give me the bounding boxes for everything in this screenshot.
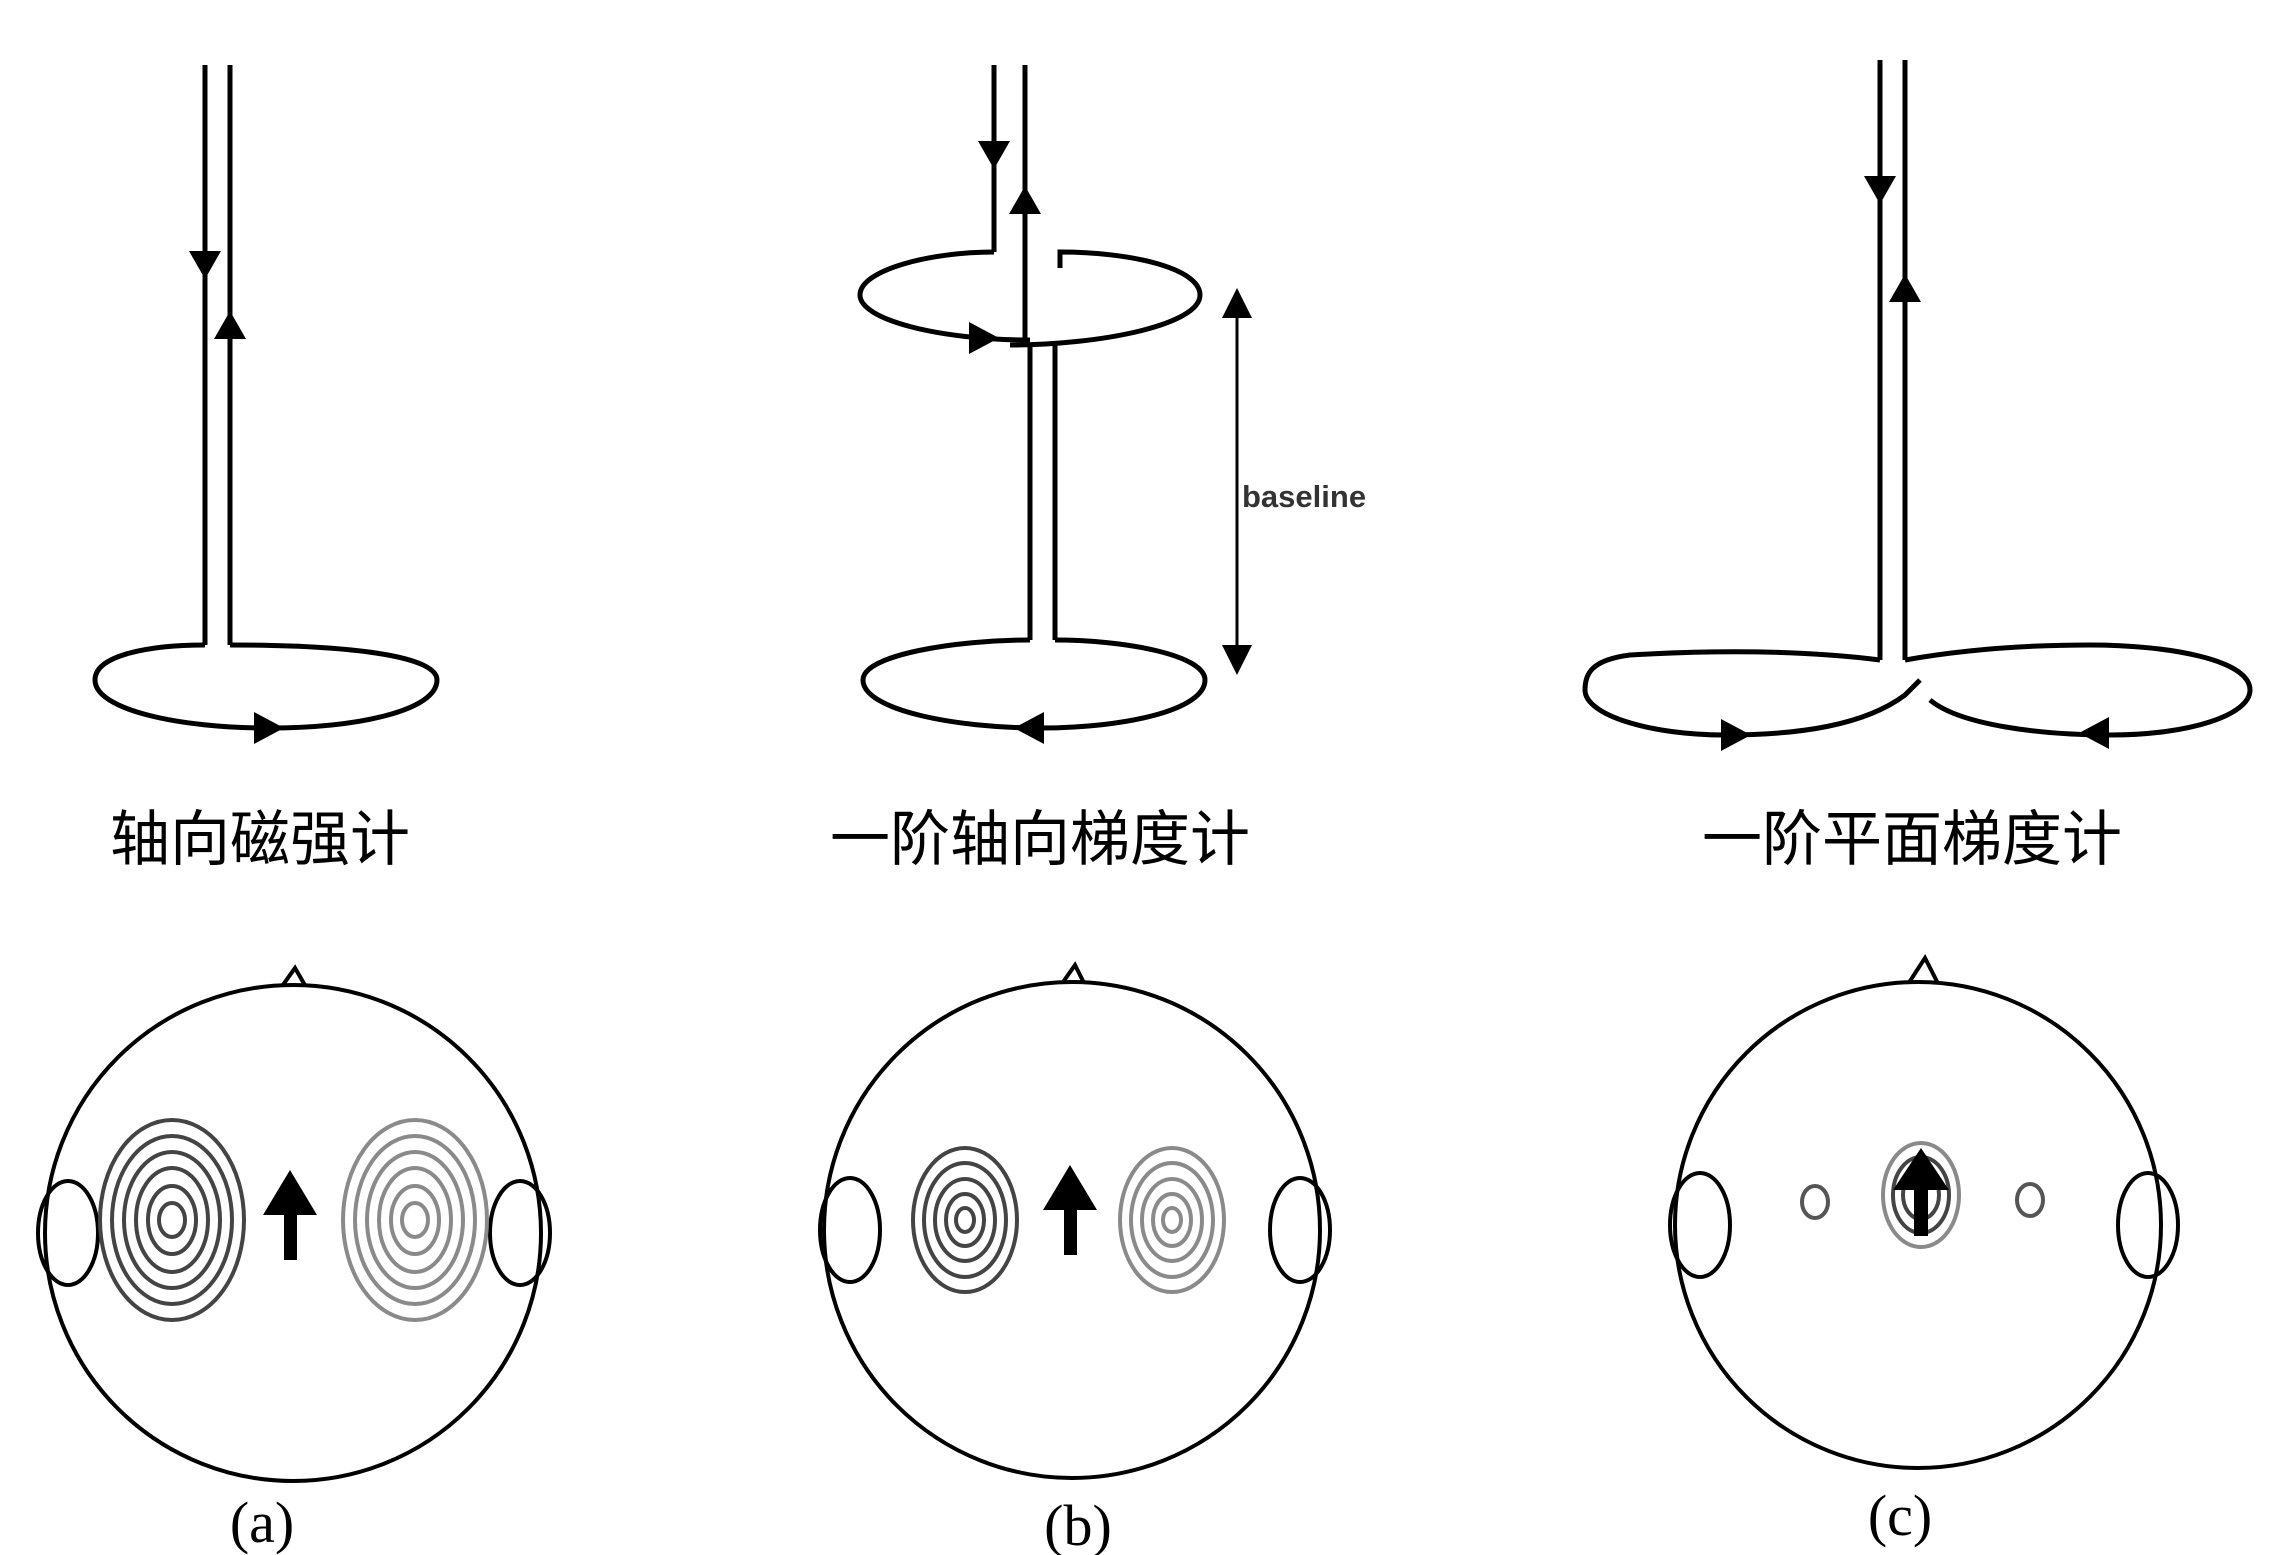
panel-b: baseline 一阶轴向梯度计 (b): [818, 65, 1366, 1555]
current-arrow-up-icon: [1893, 1148, 1949, 1236]
field-contours-right-b: [1118, 1146, 1226, 1294]
arrow-up-icon: [214, 311, 246, 339]
arrow-left-icon: [1014, 712, 1044, 744]
current-arrow-up-icon: [263, 1170, 317, 1260]
baseline-label: baseline: [1242, 479, 1366, 514]
arrow-down-icon: [189, 251, 221, 279]
field-contours-left-a: [98, 1118, 246, 1322]
baseline-dimension-arrow: [1222, 288, 1252, 675]
panel-c: 一阶平面梯度计 (c): [1582, 60, 2253, 1548]
field-contours-left-b: [911, 1146, 1019, 1294]
axial-magnetometer-coil: [92, 65, 440, 731]
panel-a-caption: 轴向磁强计: [110, 805, 410, 875]
field-contours-right-a: [341, 1118, 489, 1322]
arrow-down-icon: [1864, 176, 1896, 204]
panel-c-caption: 一阶平面梯度计: [1702, 805, 2122, 875]
arrow-up-icon: [1009, 186, 1041, 214]
panel-b-sublabel: (b): [1044, 1493, 1112, 1555]
field-spots-c: [1800, 1182, 2045, 1220]
arrow-right-icon: [1721, 719, 1751, 751]
panel-c-sublabel: (c): [1868, 1483, 1932, 1548]
panel-a: 轴向磁强计 (a): [36, 65, 552, 1555]
arrow-right-icon: [969, 322, 999, 354]
planar-gradiometer-coil: [1582, 60, 2253, 738]
panel-b-caption: 一阶轴向梯度计: [830, 805, 1250, 875]
arrow-right-icon: [254, 712, 284, 744]
axial-gradiometer-coil: [857, 65, 1208, 731]
arrow-down-icon: [978, 141, 1010, 169]
arrow-up-icon: [1889, 274, 1921, 302]
arrow-left-icon: [2079, 717, 2109, 749]
panel-a-sublabel: (a): [230, 1490, 294, 1555]
current-arrow-up-icon: [1043, 1165, 1097, 1255]
